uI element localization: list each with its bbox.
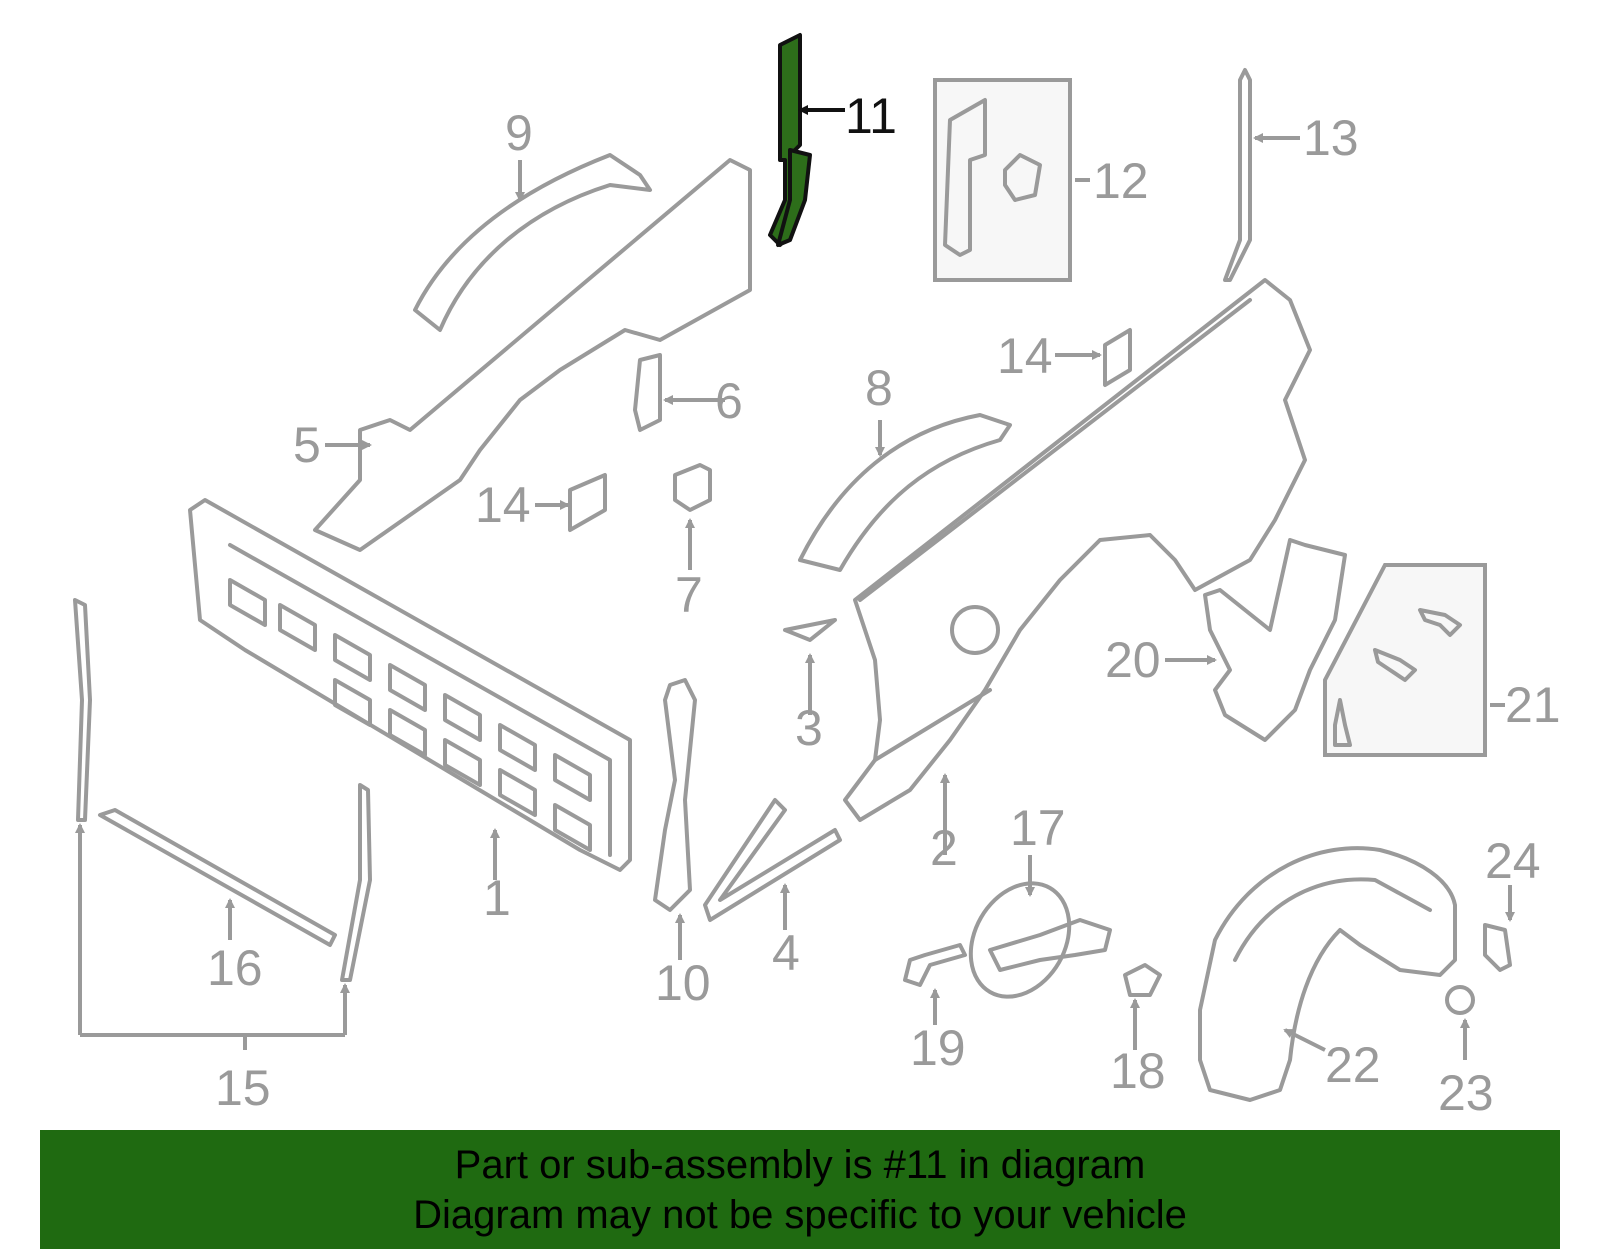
part-15-strip-right [340, 783, 372, 982]
callout-20: 20 [1105, 632, 1161, 688]
callout-14-upper: 14 [997, 328, 1053, 384]
callout-6: 6 [715, 373, 743, 429]
part-6-bracket [633, 353, 662, 432]
part-7-block [673, 463, 712, 512]
callout-11: 11 [845, 88, 897, 144]
part-16-strip [98, 808, 337, 947]
part-8-wheelhouse-outer [798, 413, 1012, 572]
part-19-bolt [903, 943, 967, 987]
part-4-seal [703, 798, 842, 922]
part-14a-pad [1103, 328, 1132, 387]
callout-7: 7 [675, 567, 703, 623]
part-10-pillar [653, 678, 697, 912]
callout-5: 5 [293, 417, 321, 473]
banner-line-2: Diagram may not be specific to your vehi… [413, 1192, 1187, 1237]
part-18-bumper [1123, 963, 1162, 997]
part-23-clip [1445, 985, 1475, 1015]
part-9-wheelhouse-inner [413, 153, 652, 332]
callout-2: 2 [930, 820, 958, 876]
part-13-strip [1223, 68, 1252, 282]
part-15-strip-left [73, 598, 92, 822]
part-3-bracket [783, 618, 837, 642]
callout-4: 4 [772, 925, 800, 981]
part-20-splash-shield [1203, 538, 1347, 742]
callout-10: 10 [655, 955, 711, 1011]
callout-24: 24 [1485, 833, 1541, 889]
callout-1: 1 [483, 870, 511, 926]
callout-8: 8 [865, 360, 893, 416]
part-2-quarter-panel [843, 278, 1312, 822]
callout-19: 19 [910, 1020, 966, 1076]
banner-line-1: Part or sub-assembly is #11 in diagram [454, 1142, 1146, 1187]
callout-23: 23 [1438, 1065, 1494, 1121]
callout-3: 3 [795, 700, 823, 756]
callout-15: 15 [215, 1060, 271, 1116]
callout-9: 9 [505, 105, 533, 161]
info-banner: Part or sub-assembly is #11 in diagram D… [40, 1130, 1560, 1249]
callout-13: 13 [1303, 110, 1359, 166]
part-5-inner-panel [313, 158, 752, 552]
callout-17: 17 [1010, 800, 1066, 856]
kit-21-box [1323, 563, 1487, 757]
kit-12-box [933, 78, 1072, 282]
callout-16: 16 [207, 940, 263, 996]
callout-14-lower: 14 [475, 477, 531, 533]
part-14b-pad [568, 473, 607, 532]
callout-labels: 1 2 3 4 5 6 7 8 9 10 11 12 13 14 14 15 1… [207, 88, 1561, 1121]
part-17-fuel-door [968, 881, 1112, 999]
part-1-panel [188, 498, 632, 872]
part-11-highlighted-base [776, 148, 812, 247]
callout-18: 18 [1110, 1043, 1166, 1099]
callout-22: 22 [1325, 1037, 1381, 1093]
part-24-clip [1483, 923, 1512, 972]
leader-lines [75, 105, 1515, 1060]
callout-12: 12 [1093, 153, 1149, 209]
callout-21: 21 [1505, 677, 1561, 733]
